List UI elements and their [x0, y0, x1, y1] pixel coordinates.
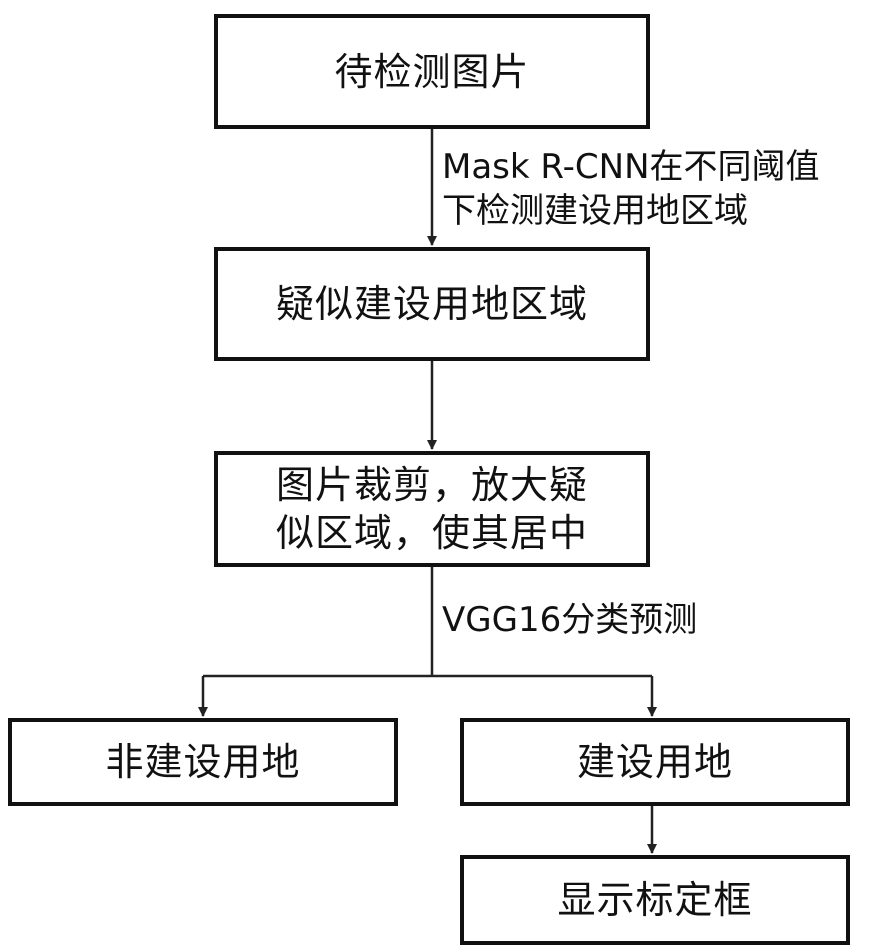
node-candidate-regions-label: 疑似建设用地区域 [275, 282, 588, 326]
edge-label-detect-line2: 下检测建设用地区域 [442, 191, 748, 231]
node-show-box-label: 显示标定框 [557, 878, 753, 922]
edge-label-classify-text: VGG16分类预测 [442, 600, 698, 640]
node-construction: 建设用地 [460, 718, 850, 806]
edge-label-detect-line1: Mask R-CNN在不同阈值 [442, 147, 820, 187]
node-non-construction: 非建设用地 [8, 718, 398, 806]
node-construction-label: 建设用地 [576, 740, 733, 784]
node-crop-enlarge-line2: 似区域，使其居中 [275, 511, 588, 555]
node-crop-enlarge-line1: 图片裁剪，放大疑 [275, 463, 588, 507]
node-non-construction-label: 非建设用地 [105, 740, 301, 784]
edge-label-classify: VGG16分类预测 [442, 598, 697, 642]
node-input-image-label: 待检测图片 [334, 49, 530, 94]
node-input-image: 待检测图片 [214, 14, 650, 129]
edge-label-detect: Mask R-CNN在不同阈值 下检测建设用地区域 [442, 145, 820, 233]
node-candidate-regions: 疑似建设用地区域 [214, 247, 650, 361]
node-show-box: 显示标定框 [460, 855, 850, 945]
node-crop-enlarge: 图片裁剪，放大疑 似区域，使其居中 [214, 451, 650, 567]
